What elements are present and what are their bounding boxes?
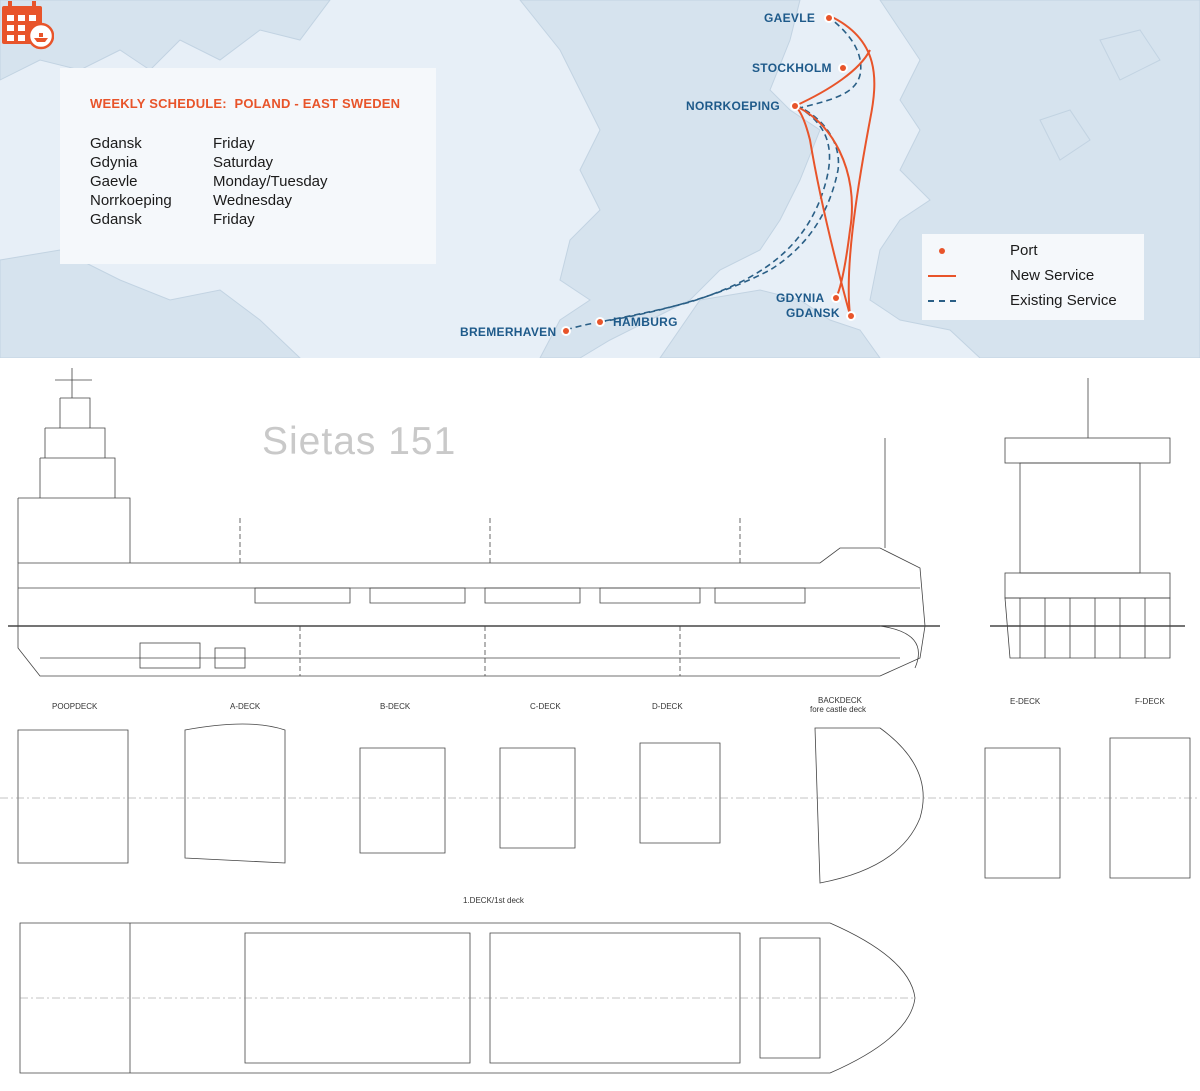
legend-label: New Service [1010,267,1095,284]
port-dot-icon [939,248,945,254]
new-service-route-line-3 [794,49,871,107]
schedule-title: WEEKLY SCHEDULE: POLAND - EAST SWEDEN [90,96,401,111]
calendar-ship-icon [2,1,54,50]
deck-label-b-deck: B-DECK [380,702,411,711]
port-markers [561,13,856,336]
schedule-day: Saturday [213,154,274,171]
legend-item-existing-service: Existing Service [922,289,1144,313]
schedule-city: Gdansk [90,211,142,228]
schedule-row: Gdansk Friday [90,134,328,153]
deck-label-f-deck: F-DECK [1135,697,1165,706]
schedule-table: Gdansk Friday Gdynia Saturday Gaevle Mon… [90,134,328,229]
port-label-bremerhaven: BREMERHAVEN [460,325,557,339]
front-section [990,378,1185,659]
legend-item-port: Port [922,239,1144,263]
ship-model-title: Sietas 151 [262,420,457,463]
legend-label: Existing Service [1010,292,1117,309]
side-profile [8,368,940,677]
schedule-row: Norrkoeping Wednesday [90,191,328,210]
schedule-row: Gdansk Friday [90,210,328,229]
port-label-gdynia: GDYNIA [776,291,825,305]
port-label-gaevle: GAEVLE [764,11,816,25]
ship-plans-drawing [0,368,1200,1074]
new-service-route-line [829,15,876,316]
route-map: WEEKLY SCHEDULE: POLAND - EAST SWEDEN Gd… [0,0,1200,358]
schedule-day: Friday [213,211,255,228]
schedule-row: Gaevle Monday/Tuesday [90,172,328,191]
deck-label-a-deck: A-DECK [230,702,261,711]
schedule-city: Gaevle [90,173,138,190]
map-legend: Port New Service Existing Service [922,234,1144,320]
deck-label-backdeck: BACKDECK [818,696,863,705]
port-label-norrkoeping: NORRKOEPING [686,99,780,113]
legend-item-new-service: New Service [922,264,1144,288]
schedule-day: Friday [213,135,255,152]
deck-label-first-deck: 1.DECK/1st deck [463,896,524,905]
legend-label: Port [1010,242,1038,259]
schedule-day: Wednesday [213,192,292,209]
deck-label-c-deck: C-DECK [530,702,561,711]
port-label-hamburg: HAMBURG [613,315,678,329]
first-deck-plan [19,922,916,1074]
existing-route-line-2 [599,104,840,323]
port-label-gdansk: GDANSK [786,306,840,320]
port-label-stockholm: STOCKHOLM [752,61,832,75]
deck-label-poopdeck: POOPDECK [52,702,98,711]
deck-label-e-deck: E-DECK [1010,697,1041,706]
schedule-city: Gdansk [90,135,142,152]
dashed-line-icon [928,300,956,302]
schedule-city: Gdynia [90,154,138,171]
schedule-day: Monday/Tuesday [213,173,328,190]
deck-plans [0,723,1200,884]
deck-label-d-deck: D-DECK [652,702,683,711]
schedule-city: Norrkoeping [90,192,172,209]
schedule-panel: WEEKLY SCHEDULE: POLAND - EAST SWEDEN Gd… [60,68,436,264]
schedule-row: Gdynia Saturday [90,153,328,172]
solid-line-icon [928,275,956,277]
deck-label-backdeck-sub: fore castle deck [810,705,867,714]
